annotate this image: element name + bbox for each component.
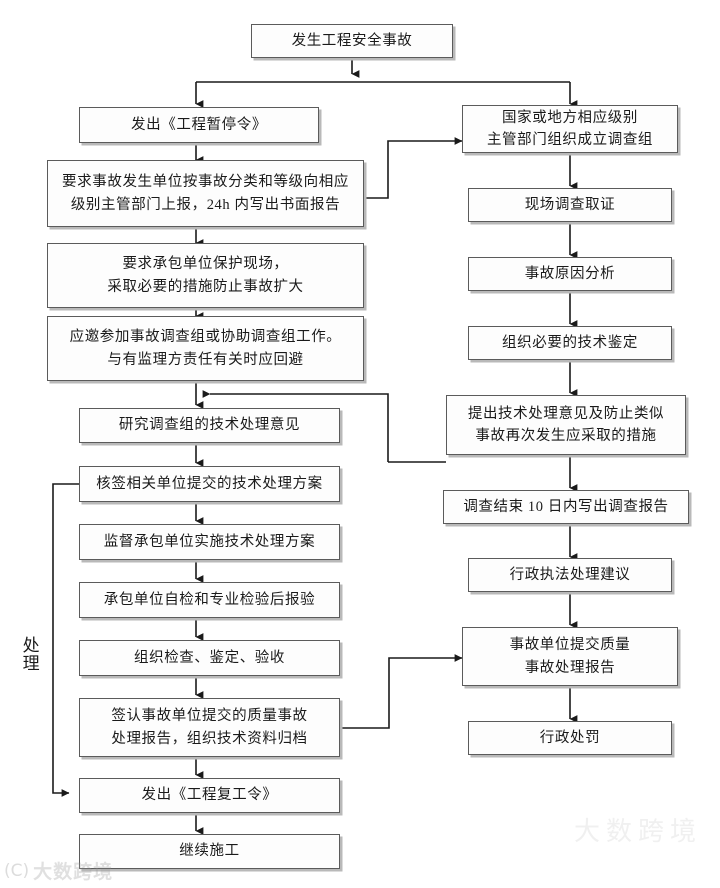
node-administrative-penalty-label: 行政处罚	[539, 729, 601, 746]
node-study-opinion-label: 研究调查组的技术处理意见	[118, 417, 301, 434]
node-cause-analysis[interactable]: 事故原因分析	[468, 257, 672, 291]
node-sign-quality-report-line1: 签认事故单位提交的质量事故	[111, 708, 308, 725]
node-issue-resumption-order[interactable]: 发出《工程复工令》	[79, 778, 340, 813]
node-technical-appraisal-label: 组织必要的技术鉴定	[502, 334, 638, 351]
node-propose-measures-line1: 提出技术处理意见及防止类似	[467, 405, 665, 422]
node-investigation-report[interactable]: 调查结束 10 日内写出调查报告	[443, 490, 689, 524]
node-start-label: 发生工程安全事故	[291, 32, 413, 49]
node-site-evidence[interactable]: 现场调查取证	[468, 188, 672, 222]
node-join-investigation[interactable]: 应邀参加事故调查组或协助调查组工作。 与有监理方责任有关时应回避	[47, 316, 364, 381]
node-sign-quality-report-line2: 处理报告，组织技术资料归档	[111, 730, 308, 747]
node-submit-handling-report-line1: 事故单位提交质量	[509, 637, 631, 654]
connector-l2-to-r1	[364, 137, 463, 199]
node-establish-investigation-group[interactable]: 国家或地方相应级别 主管部门组织成立调查组	[462, 105, 678, 153]
node-supervise-implementation-label: 监督承包单位实施技术处理方案	[103, 533, 316, 550]
watermark: (C) 大数跨境	[4, 857, 113, 884]
node-join-investigation-line2: 与有监理方责任有关时应回避	[107, 351, 304, 368]
node-protect-site[interactable]: 要求承包单位保护现场， 采取必要的措施防止事故扩大	[47, 243, 364, 308]
node-investigation-report-label: 调查结束 10 日内写出调查报告	[463, 498, 669, 515]
node-enforcement-suggestion[interactable]: 行政执法处理建议	[468, 558, 672, 592]
node-propose-measures-line2: 事故再次发生应采取的措施	[475, 428, 657, 444]
node-submit-handling-report-line2: 事故处理报告	[524, 659, 616, 676]
watermark-logo-icon: (C)	[4, 860, 30, 881]
node-require-report-line1: 要求事故发生单位按事故分类和等级向相应	[62, 174, 349, 191]
node-issue-suspension-order[interactable]: 发出《工程暂停令》	[79, 107, 319, 143]
node-self-inspection-label: 承包单位自检和专业检验后报验	[103, 591, 316, 608]
watermark-label: 大数跨境	[33, 862, 114, 883]
node-submit-handling-report[interactable]: 事故单位提交质量 事故处理报告	[462, 627, 678, 686]
side-label-handling: 处理	[12, 636, 46, 683]
node-self-inspection[interactable]: 承包单位自检和专业检验后报验	[79, 582, 340, 618]
node-organize-acceptance-label: 组织检查、鉴定、验收	[134, 649, 285, 666]
node-protect-site-line1: 要求承包单位保护现场，	[122, 256, 289, 273]
node-require-report[interactable]: 要求事故发生单位按事故分类和等级向相应 级别主管部门上报，24h 内写出书面报告	[47, 160, 364, 227]
node-study-opinion[interactable]: 研究调查组的技术处理意见	[79, 408, 340, 443]
node-issue-resumption-order-label: 发出《工程复工令》	[141, 787, 278, 804]
node-sign-quality-report[interactable]: 签认事故单位提交的质量事故 处理报告，组织技术资料归档	[79, 698, 340, 757]
node-cause-analysis-label: 事故原因分析	[524, 265, 616, 282]
node-protect-site-line2: 采取必要的措施防止事故扩大	[107, 278, 304, 295]
connector-r5-to-l5	[202, 390, 389, 462]
node-establish-investigation-group-line1: 国家或地方相应级别	[502, 109, 638, 126]
node-propose-measures[interactable]: 提出技术处理意见及防止类似 事故再次发生应采取的措施	[446, 395, 686, 455]
node-site-evidence-label: 现场调查取证	[524, 196, 616, 213]
node-technical-appraisal[interactable]: 组织必要的技术鉴定	[468, 326, 672, 360]
node-continue-construction-label: 继续施工	[179, 843, 240, 860]
background-watermark: 大数跨境	[573, 817, 702, 846]
node-require-report-line2: 级别主管部门上报，24h 内写出书面报告	[70, 196, 341, 213]
node-organize-acceptance[interactable]: 组织检查、鉴定、验收	[79, 640, 340, 676]
connector-l10-to-r8	[340, 654, 463, 729]
node-join-investigation-line1: 应邀参加事故调查组或协助调查组工作。	[69, 329, 342, 346]
node-start[interactable]: 发生工程安全事故	[251, 24, 453, 58]
side-label-handling-text: 处理	[19, 636, 39, 672]
node-countersign-plan-label: 核签相关单位提交的技术处理方案	[96, 475, 323, 492]
connector-feedback-l6-to-l11	[52, 483, 79, 797]
node-continue-construction[interactable]: 继续施工	[79, 834, 340, 869]
node-countersign-plan[interactable]: 核签相关单位提交的技术处理方案	[79, 466, 340, 502]
node-supervise-implementation[interactable]: 监督承包单位实施技术处理方案	[79, 524, 340, 560]
node-issue-suspension-order-label: 发出《工程暂停令》	[131, 116, 267, 133]
node-administrative-penalty[interactable]: 行政处罚	[468, 721, 672, 755]
node-enforcement-suggestion-label: 行政执法处理建议	[509, 566, 631, 583]
node-establish-investigation-group-line2: 主管部门组织成立调查组	[486, 132, 654, 148]
